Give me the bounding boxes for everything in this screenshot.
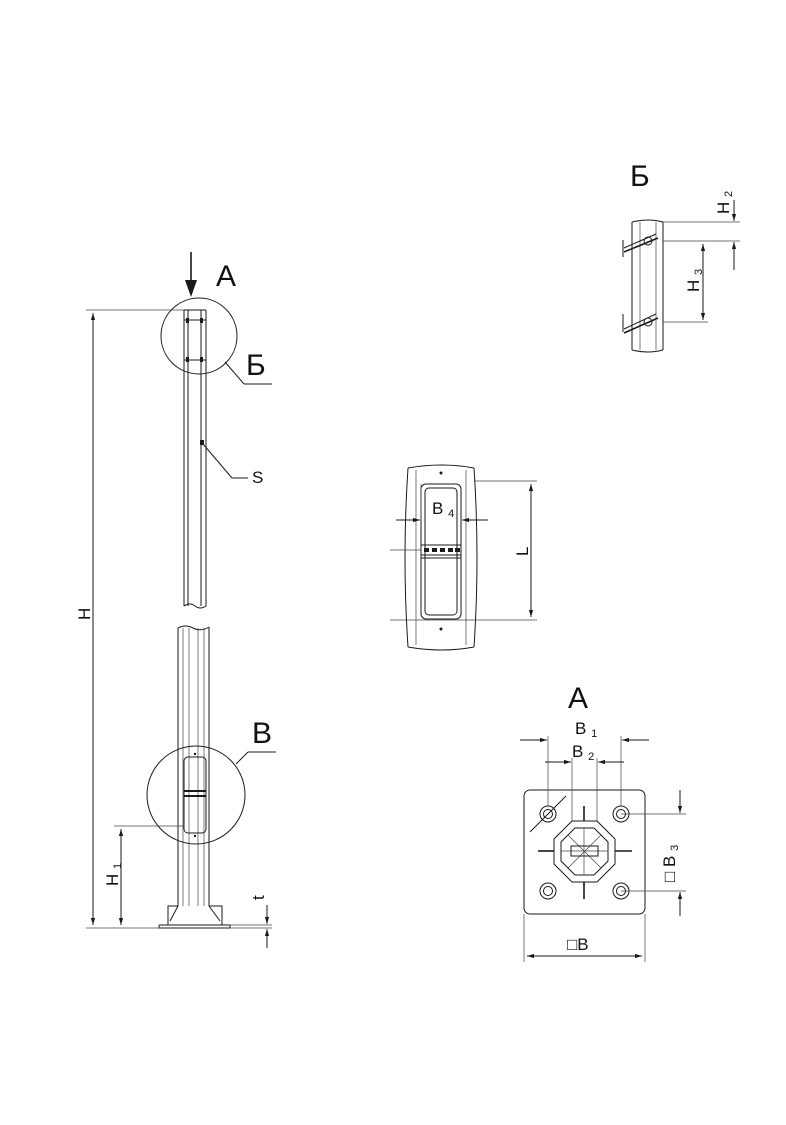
svg-text:B 1: B 1 (575, 719, 597, 740)
svg-text:B 4: B 4 (432, 499, 454, 520)
dim-h2-sub: 2 (723, 191, 735, 197)
svg-text:H 2: H 2 (714, 191, 735, 214)
s-label: S (252, 468, 263, 487)
detail-a-view: А B 1 (520, 682, 686, 962)
upper-shaft (183, 309, 207, 609)
view-a-label: А (216, 260, 236, 293)
pole-elevation: А Б (75, 252, 276, 948)
svg-text:H 1: H 1 (103, 863, 124, 886)
view-a-arrow: А (185, 252, 236, 297)
dim-b3-label: □ B (660, 856, 679, 882)
svg-text:H 3: H 3 (684, 269, 705, 292)
dim-h-label: H (75, 608, 94, 620)
dim-h1-label: H (103, 874, 122, 886)
lower-shaft (158, 625, 231, 929)
dim-b2-label: B (572, 742, 583, 761)
s-leader: S (202, 443, 263, 487)
dim-h1: H 1 (103, 825, 184, 925)
detail-a-title: А (568, 682, 588, 715)
dim-h1-sub: 1 (112, 863, 124, 869)
dim-t: t (230, 895, 272, 948)
detail-b-label: Б (246, 349, 266, 382)
dim-b2-sub: 2 (588, 751, 594, 763)
dim-b4-label: B (432, 499, 443, 518)
dim-b1-label: B (575, 719, 586, 738)
dim-h: H (75, 309, 184, 929)
svg-text:□ B 3: □ B 3 (660, 845, 681, 882)
dim-h2-label: H (714, 202, 733, 214)
detail-v-label: В (252, 717, 272, 750)
detail-b-callout: Б (160, 297, 272, 385)
dim-b3-sub: 3 (669, 845, 681, 851)
dim-b4-sub: 4 (448, 508, 454, 520)
dim-t-label: t (249, 895, 268, 900)
dim-b-label: □B (567, 935, 589, 954)
dim-h3-sub: 3 (693, 269, 705, 275)
detail-v-callout: В (146, 717, 276, 845)
svg-text:B 2: B 2 (572, 742, 594, 763)
dim-h3-label: H (684, 280, 703, 292)
detail-b-title: Б (630, 160, 650, 193)
dim-b1-sub: 1 (591, 728, 597, 740)
detail-b-view: Б H 2 H 3 (622, 160, 740, 353)
dim-l-label: L (513, 547, 532, 556)
detail-v-view: B 4 L (390, 464, 537, 651)
